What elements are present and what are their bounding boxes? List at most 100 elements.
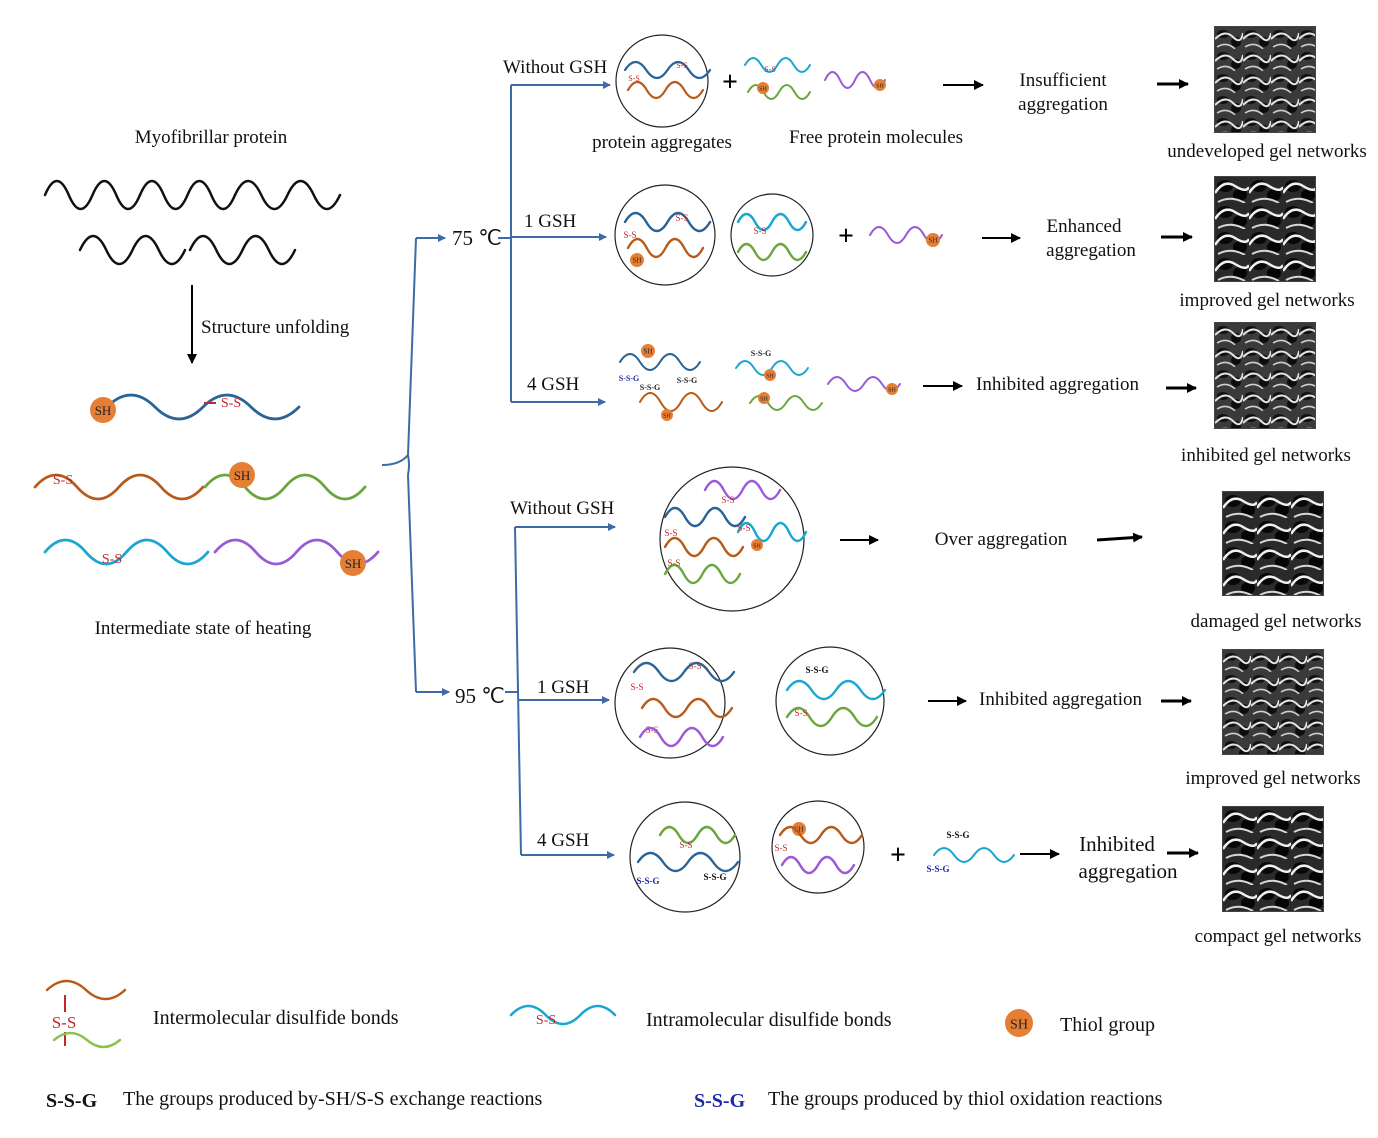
protein-chain [744,57,811,73]
disulfide-label: S-S [737,523,750,533]
intermediate-ss-3: S-S [102,552,122,567]
disulfide-label: S-S [623,230,636,240]
thiol-label: SH [644,348,653,356]
protein-chain [623,60,712,80]
protein-chain [632,661,736,683]
row4-aggregate-circle [659,466,805,612]
intermediate-blue-chain [105,393,301,421]
row1-plus: + [722,67,738,98]
thiol-circle [886,383,898,395]
intermediate-thiol-3 [340,550,366,576]
disulfide-label: S-S [764,65,776,74]
row6-aggregate-circle-1 [629,801,741,913]
disulfide-label: S-S [675,213,688,223]
sem-texture [1215,27,1315,132]
disulfide-label: S-S [664,528,677,538]
protein-chain [626,80,705,100]
thiol-label: SH [1010,1017,1028,1032]
sem-micrograph-fill [1223,807,1323,911]
ssg-label: S-S-G [946,830,969,840]
disulfide-label: S-S [721,495,734,505]
sem-micrograph-fill [1223,650,1323,754]
thiol-circle [630,253,644,267]
disulfide-label: S-S [676,61,688,70]
row5-aggregate-circle-1 [614,647,726,759]
thiol-label: SH [663,413,671,419]
protein-chain [663,536,745,558]
thiol-label: SH [95,403,112,418]
protein-chain [735,360,809,376]
protein-chain [703,479,782,501]
protein-chain [663,506,747,528]
protein-chain [785,706,879,728]
sem-micrograph-fill [1215,177,1315,281]
thiol-label: SH [766,373,774,379]
row4-arrow-2 [1096,532,1143,543]
thiol-label: SH [760,396,768,402]
intermediate-ss-1: S-S [221,396,241,411]
row5-condition: 1 GSH [537,677,590,698]
row1-aggregate-circle [615,34,709,128]
disulfide-label: S-S [688,661,701,671]
legend-ssg-blue-text: The groups produced by thiol oxidation r… [768,1088,1163,1110]
sem-texture [1223,492,1323,595]
ssg-label: S-S-G [751,349,771,358]
row1-outcome-line1: Insufficient [1019,70,1107,91]
protein-chain [638,726,725,748]
free-protein-molecules-label: Free protein molecules [788,127,964,148]
disulfide-label: S-S [774,843,787,853]
myofibrillar-chain-3 [233,179,342,211]
intermediate-green-chain [203,473,367,501]
ssg-label: S-S-G [805,665,828,675]
legend-cyan-chain [509,1004,617,1026]
row4-outcome: Over aggregation [934,529,1068,550]
sem-texture [1215,177,1315,281]
thiol-circle [874,79,886,91]
disulfide-label: S-S [630,682,643,692]
intermediate-thiol-2 [229,462,255,488]
myofibrillar-chain-2 [138,179,237,211]
row6-aggregate-circle-2 [771,800,865,894]
row5-aggregate-circle-2 [775,646,885,756]
temp-75-label: 75 ℃ [452,226,502,250]
ssg-label: S-S-G [926,864,949,874]
row6-plus: + [890,840,906,871]
row2-aggregate-circle-1 [614,184,716,286]
thiol-label: SH [888,387,896,393]
legend-ssg-black-text: The groups produced by-SH/S-S exchange r… [123,1088,543,1110]
row2-outcome-line2: aggregation [1046,240,1136,261]
ssg-label: S-S-G [703,872,726,882]
row1-outcome-line2: aggregation [1018,94,1108,115]
ssg-label: S-S-G [677,376,697,385]
row5-outcome: Inhibited aggregation [979,689,1143,710]
sem-micrograph-fill [1215,27,1315,132]
sem-micrograph-fill [1215,323,1315,428]
disulfide-label: S-S [753,226,766,236]
protein-chain [778,825,864,845]
legend-green-chain [52,1031,122,1049]
sem-image-improved-75 [1214,176,1316,282]
disulfide-label: S-S [679,840,692,850]
protein-chain [785,679,887,701]
ssg-label: S-S-G [636,876,659,886]
thiol-label: SH [633,257,642,265]
intermediate-orange-chain [33,473,205,501]
sem-micrograph-fill [1223,492,1323,595]
row3-outcome: Inhibited aggregation [976,374,1140,395]
ssg-label: S-S-G [619,374,639,383]
protein-chain [663,563,742,585]
row2-aggregate-circle-2 [730,193,814,277]
intermediate-thiol-1 [90,397,116,423]
legend-ss: S-S [52,1013,77,1032]
sem-texture [1223,650,1323,754]
protein-chain [780,855,856,875]
legend-thiol-label: Thiol group [1060,1014,1155,1036]
sem-texture [1215,323,1315,428]
row3-network-label: inhibited gel networks [1181,445,1351,466]
thiol-circle [792,822,806,836]
row2-network-label: improved gel networks [1179,290,1355,311]
legend-intra-ss: S-S [536,1013,556,1028]
thiol-label: SH [345,556,362,571]
